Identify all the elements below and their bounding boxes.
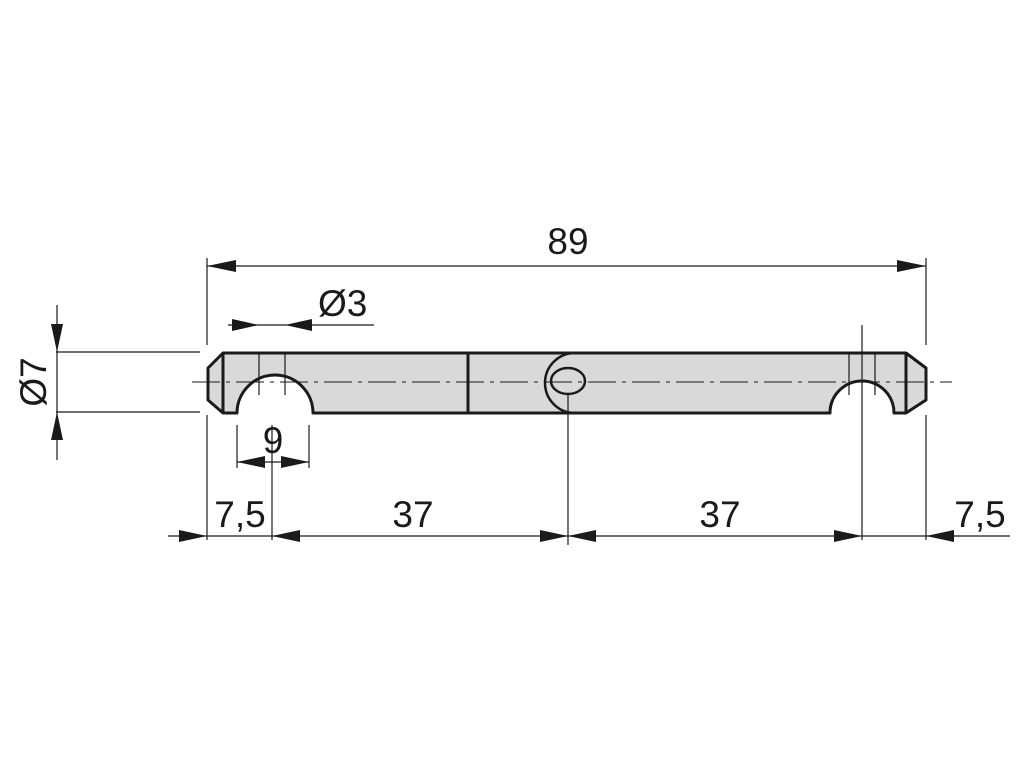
dim-rod-diameter: Ø7: [13, 305, 63, 460]
end-offset-right-label: 7,5: [954, 494, 1005, 535]
dim-hole-diameter: Ø3: [228, 283, 374, 331]
end-offset-left-label: 7,5: [214, 494, 265, 535]
rod-diameter-label: Ø7: [13, 357, 54, 406]
spacing-left-label: 37: [392, 494, 433, 535]
dim-bottom-chain: 7,5 37 37 7,5: [168, 494, 1010, 542]
dim-notch-width: 9: [237, 420, 309, 468]
dim-overall-length: 89: [207, 221, 926, 272]
joint-lobe: [543, 351, 576, 415]
overall-length-label: 89: [547, 221, 588, 262]
notch-width-label: 9: [263, 420, 284, 461]
rod-part: [192, 351, 952, 415]
spacing-right-label: 37: [699, 494, 740, 535]
hole-diameter-label: Ø3: [318, 283, 367, 324]
extension-lines: [56, 258, 927, 545]
center-hole: [549, 366, 587, 396]
